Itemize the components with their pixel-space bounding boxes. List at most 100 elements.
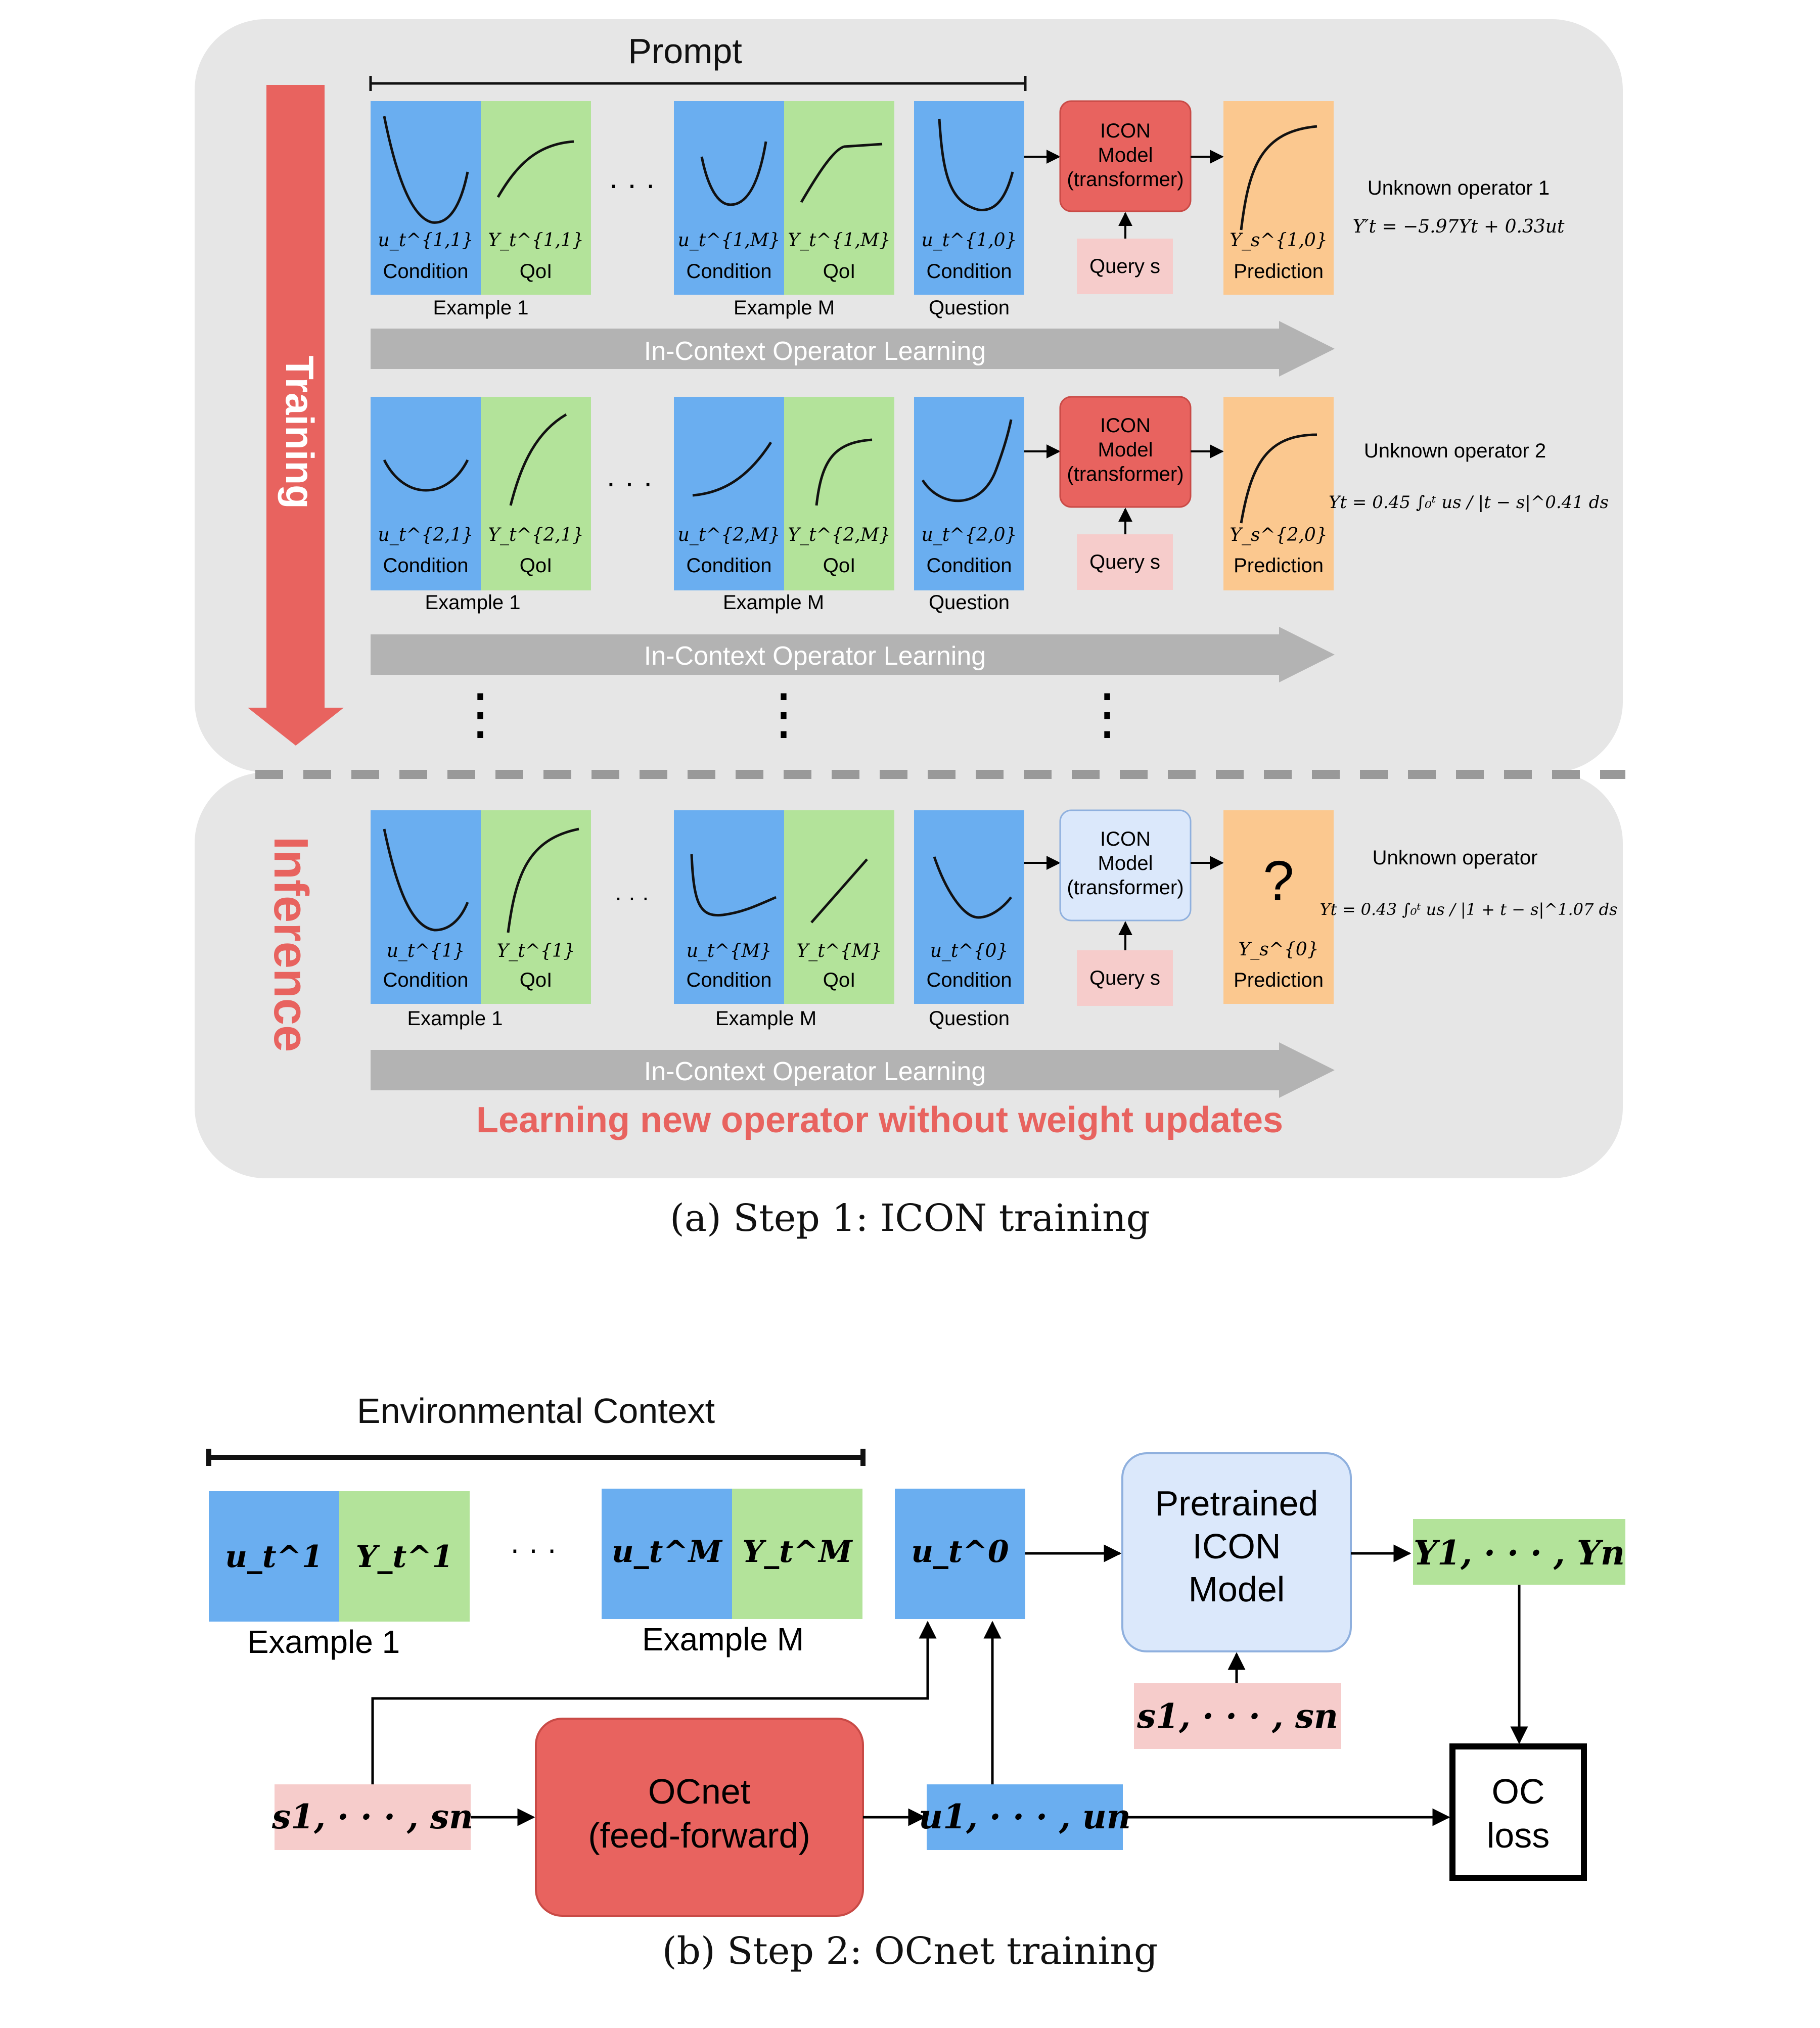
environmental-context-label: Environmental Context <box>357 1391 715 1431</box>
context-bracket <box>206 1449 866 1466</box>
prediction-curve <box>1240 433 1317 524</box>
examples-ellipsis: · · · <box>608 167 655 201</box>
icon-model-line3: (transformer) <box>1067 877 1184 899</box>
question-condition-symbol: u_t^{1,0} <box>922 230 1017 251</box>
training-label: Training <box>278 355 322 509</box>
example-1-u-box <box>209 1491 339 1622</box>
example-1-u-symbol: u_t^1 <box>225 1539 323 1575</box>
example-1-condition-box <box>371 397 481 590</box>
example-m-condition-box <box>674 101 784 295</box>
question-condition-curve <box>933 856 1012 919</box>
example-1-y-symbol: Y_t^1 <box>356 1539 453 1575</box>
prediction-box <box>1223 397 1334 590</box>
panel-a: Training Inference Prompt u_t^{1,1} Cond… <box>195 19 1625 1178</box>
example-1-caption: Example 1 <box>247 1624 400 1660</box>
icon-model-line2: Model <box>1098 852 1153 874</box>
icon-model-box <box>1059 809 1192 921</box>
operator-formula: Y′t = −5.97Yt + 0.33ut <box>1353 216 1565 237</box>
example-1-qoi-label: QoI <box>520 555 552 577</box>
question-condition-label: Condition <box>926 969 1012 991</box>
question-condition-box <box>914 810 1024 1004</box>
icon-model-line2: Model <box>1098 439 1153 461</box>
example-1-condition-label: Condition <box>383 969 468 991</box>
example-m-qoi-label: QoI <box>823 969 855 991</box>
examples-ellipsis: · · · <box>510 1532 557 1566</box>
example-m-condition-symbol: u_t^{2,M} <box>678 525 781 545</box>
example-m-qoi-symbol: Y_t^{1,M} <box>788 230 890 251</box>
question-condition-curve <box>938 118 1014 212</box>
example-m-qoi-symbol: Y_t^{M} <box>796 941 882 961</box>
example-1-qoi-curve <box>509 413 567 506</box>
question-caption: Question <box>929 1007 1010 1030</box>
output-y-label: Y1, · · · , Yn <box>1414 1533 1625 1573</box>
query-box <box>1077 239 1173 294</box>
icon-model-line1: ICON <box>1100 414 1151 437</box>
panel-b: Environmental Context u_t^1 Y_t^1 Exampl… <box>206 1391 1625 1917</box>
vdots-middle: ⋮ <box>756 681 811 746</box>
no-weight-update-label: Learning new operator without weight upd… <box>476 1100 1283 1140</box>
example-m-condition-curve <box>692 441 772 497</box>
example-1-y-box <box>339 1491 470 1622</box>
example-m-y-box <box>732 1489 862 1619</box>
example-m-qoi-label: QoI <box>823 555 855 577</box>
example-1-condition-label: Condition <box>383 555 468 577</box>
prediction-label: Prediction <box>1234 260 1324 283</box>
example-1-qoi-curve <box>496 140 574 198</box>
question-condition-label: Condition <box>926 260 1012 283</box>
prediction-symbol: Y_s^{0} <box>1238 939 1318 960</box>
example-1-condition-box <box>371 810 481 1004</box>
example-m-condition-box <box>674 397 784 590</box>
question-condition-curve <box>921 419 1013 502</box>
caption-a: (a) Step 1: ICON training <box>670 1196 1150 1240</box>
example-m-condition-curve <box>690 854 777 917</box>
example-m-condition-curve <box>700 141 767 206</box>
controls-u-box <box>927 1784 1123 1850</box>
inference-label: Inference <box>264 837 318 1052</box>
question-caption: Question <box>929 591 1010 614</box>
query-label: Query s <box>1089 967 1160 989</box>
example-m-qoi-box <box>784 810 894 1004</box>
example-1-qoi-symbol: Y_t^{2,1} <box>488 525 583 545</box>
icl-arrow: In-Context Operator Learning <box>371 321 1335 377</box>
question-u-box <box>895 1489 1025 1619</box>
example-1-condition-label: Condition <box>383 260 468 283</box>
question-condition-label: Condition <box>926 555 1012 577</box>
query-box <box>1077 534 1173 590</box>
prediction-box <box>1223 810 1334 1004</box>
example-1-qoi-box <box>481 101 591 295</box>
query-s-label: s1, · · · , sn <box>1136 1696 1338 1736</box>
example-m-condition-label: Condition <box>686 969 771 991</box>
input-s-box <box>275 1784 471 1850</box>
example-m-qoi-label: QoI <box>823 260 855 283</box>
example-m-condition-label: Condition <box>686 260 771 283</box>
example-m-caption: Example M <box>715 1007 816 1030</box>
example-m-condition-symbol: u_t^{1,M} <box>678 230 781 251</box>
row-operator-2: u_t^{2,1} Condition Y_t^{2,1} QoI Exampl… <box>371 396 1609 682</box>
operator-formula: Yt = 0.45 ∫₀ᵗ us / |t − s|^0.41 ds <box>1329 492 1609 513</box>
example-1-caption: Example 1 <box>425 591 521 614</box>
query-box <box>1077 950 1173 1006</box>
ocnet-line2: (feed-forward) <box>588 1816 810 1855</box>
prediction-curve <box>1240 125 1317 231</box>
prediction-label: Prediction <box>1234 969 1324 991</box>
example-1-condition-curve <box>383 459 469 492</box>
question-condition-box <box>914 397 1024 590</box>
example-1-condition-curve <box>383 828 469 932</box>
ocnet-line1: OCnet <box>648 1772 750 1811</box>
example-m-qoi-curve <box>815 438 873 506</box>
icl-arrow-label: In-Context Operator Learning <box>644 641 986 671</box>
icon-model-line1: ICON <box>1100 120 1151 142</box>
output-y-box <box>1413 1519 1625 1585</box>
input-s-label: s1, · · · , sn <box>271 1797 473 1836</box>
question-caption: Question <box>929 297 1010 319</box>
example-1-qoi-symbol: Y_t^{1,1} <box>488 230 583 251</box>
training-arrow: Training <box>248 85 344 746</box>
prediction-question-mark: ? <box>1263 850 1294 912</box>
question-condition-box <box>914 101 1024 295</box>
input-to-question-connector <box>371 1621 937 1784</box>
operator-title: Unknown operator <box>1373 847 1538 869</box>
example-1-caption: Example 1 <box>407 1007 503 1030</box>
example-m-condition-label: Condition <box>686 555 771 577</box>
prediction-label: Prediction <box>1234 555 1324 577</box>
